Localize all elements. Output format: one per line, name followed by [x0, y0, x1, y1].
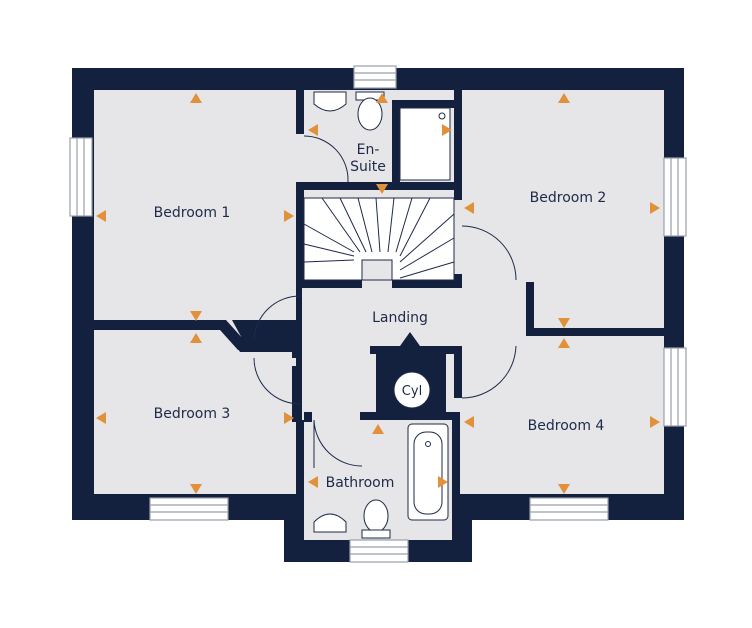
- marker: [308, 124, 318, 136]
- marker: [96, 412, 106, 424]
- marker: [442, 124, 452, 136]
- bathroom-toilet-bowl: [363, 499, 389, 533]
- window-bedroom1: [69, 137, 93, 217]
- door-bedroom1: [253, 295, 301, 341]
- bath-plug: [425, 441, 431, 447]
- marker: [650, 202, 660, 214]
- label-cylinder: Cyl: [402, 384, 422, 399]
- label-ensuite-line1: En-: [357, 142, 380, 158]
- fixtures: [313, 91, 451, 539]
- marker: [308, 476, 318, 488]
- door-swings: [253, 135, 517, 468]
- marker: [190, 333, 202, 343]
- marker: [284, 210, 294, 222]
- cylinder: [393, 371, 431, 409]
- marker: [558, 338, 570, 348]
- shower-drain: [438, 112, 446, 120]
- marker: [558, 484, 570, 494]
- marker: [558, 93, 570, 103]
- door-ensuite: [303, 135, 349, 183]
- bedroom-4-floor: [460, 336, 664, 494]
- ensuite-toilet-bowl: [357, 97, 383, 131]
- ensuite-basin: [313, 91, 347, 112]
- windows: [69, 65, 687, 563]
- window-bedroom4: [663, 347, 687, 427]
- marker: [376, 93, 388, 103]
- label-bedroom-1: Bedroom 1: [154, 205, 231, 221]
- marker: [190, 484, 202, 494]
- marker: [438, 476, 448, 488]
- marker: [190, 93, 202, 103]
- window-bedroom3: [149, 497, 229, 521]
- bathroom-toilet-cistern: [361, 529, 391, 539]
- marker: [372, 424, 384, 434]
- marker: [376, 184, 388, 194]
- label-landing: Landing: [372, 310, 428, 326]
- bedroom-1-floor-main: [94, 90, 296, 320]
- marker: [96, 210, 106, 222]
- label-bedroom-3: Bedroom 3: [154, 406, 231, 422]
- marker: [464, 202, 474, 214]
- window-ensuite: [353, 65, 397, 89]
- dimension-markers: [96, 93, 660, 494]
- window-bathroom: [349, 539, 409, 563]
- room-labels: Bedroom 1 Bedroom 2 Bedroom 3 Bedroom 4 …: [154, 142, 607, 491]
- door-bedroom2: [461, 225, 517, 281]
- marker: [650, 416, 660, 428]
- bedroom-3-floor: [94, 330, 302, 494]
- label-ensuite-line2: Suite: [350, 159, 386, 175]
- door-bathroom: [313, 419, 363, 468]
- door-bedroom4: [461, 345, 517, 399]
- door-bedroom3: [253, 357, 301, 405]
- label-bathroom: Bathroom: [326, 475, 395, 491]
- bathroom-basin: [313, 513, 347, 533]
- shower-tray: [399, 107, 451, 181]
- label-bedroom-4: Bedroom 4: [528, 418, 605, 434]
- staircase: [303, 197, 455, 281]
- marker: [284, 412, 294, 424]
- marker: [464, 416, 474, 428]
- label-bedroom-2: Bedroom 2: [530, 190, 607, 206]
- marker: [190, 311, 202, 321]
- marker: [558, 318, 570, 328]
- window-bedroom4-bottom: [529, 497, 609, 521]
- window-bedroom2: [663, 157, 687, 237]
- bath-inner: [413, 431, 443, 515]
